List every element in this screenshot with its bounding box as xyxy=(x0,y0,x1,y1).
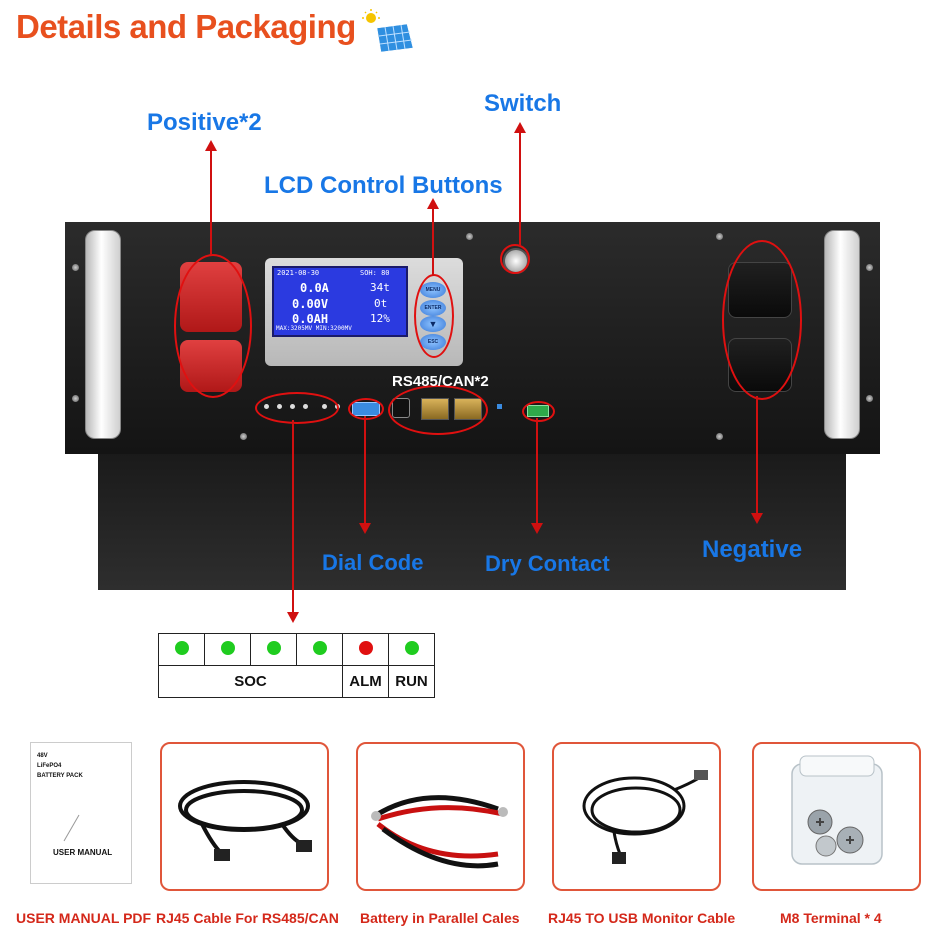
led-cell xyxy=(250,633,297,666)
lcd-date: 2021-08-30 xyxy=(277,269,320,277)
panel-bolt xyxy=(716,433,723,440)
dial-code-highlight-ring xyxy=(348,398,384,420)
lcd-current: 0.0A xyxy=(300,281,329,295)
panel-bolt xyxy=(466,233,473,240)
lcd-buttons-arrow xyxy=(432,208,434,276)
positive-label: Positive*2 xyxy=(147,109,262,136)
usb-monitor-cable-image xyxy=(552,742,721,891)
rs485-label: RS485/CAN*2 xyxy=(392,373,489,390)
dial-code-label: Dial Code xyxy=(322,550,424,575)
negative-highlight-ring xyxy=(722,240,802,400)
lcd-voltage: 0.00V xyxy=(292,297,329,311)
switch-label: Switch xyxy=(484,90,562,117)
left-handle xyxy=(85,230,121,439)
led-cell xyxy=(296,633,343,666)
panel-bolt xyxy=(866,264,873,271)
led-row xyxy=(158,633,435,666)
lcd-soh: SOH: 80 xyxy=(360,269,390,277)
run-label: RUN xyxy=(388,665,435,698)
red-led-icon xyxy=(358,640,373,655)
switch-arrow xyxy=(519,132,521,246)
led-status-table: SOC ALM RUN xyxy=(158,633,435,698)
lcd-cell-range: MAX:3205MV MIN:3200MV xyxy=(276,325,352,332)
led-highlight-ring xyxy=(255,392,339,424)
caption-m8-terminal: M8 Terminal * 4 xyxy=(780,910,882,926)
arrowhead-up-icon xyxy=(427,198,439,209)
negative-arrow xyxy=(756,396,758,514)
green-led-icon xyxy=(312,640,327,655)
green-led-icon xyxy=(404,640,419,655)
panel-bolt xyxy=(866,395,873,402)
arrowhead-up-icon xyxy=(514,122,526,133)
panel-bolt xyxy=(240,433,247,440)
lcd-temp2: 0t xyxy=(374,297,388,310)
lcd-screen: 2021-08-30 SOH: 80 0.0A 34t 0.00V 0t 0.0… xyxy=(272,266,408,337)
arrowhead-down-icon xyxy=(531,523,543,534)
arrowhead-down-icon xyxy=(751,513,763,524)
panel-bolt xyxy=(72,395,79,402)
caption-user-manual: USER MANUAL PDF xyxy=(16,910,152,926)
caption-usb-cable: RJ45 TO USB Monitor Cable xyxy=(548,910,736,926)
alm-label: ALM xyxy=(342,665,389,698)
lcd-temp1: 34t xyxy=(370,281,390,294)
battery-body xyxy=(98,452,846,590)
rs485-highlight-ring xyxy=(388,385,488,435)
negative-label: Negative xyxy=(702,536,803,563)
led-cell xyxy=(342,633,389,666)
lcd-capacity: 0.0AH xyxy=(292,312,329,326)
user-manual-image: 48V LiFePO4 BATTERY PACK USER MANUAL xyxy=(30,742,132,884)
led-arrow xyxy=(292,420,294,614)
switch-highlight-ring xyxy=(500,244,530,274)
arrowhead-down-icon xyxy=(287,612,299,623)
dial-code-arrow xyxy=(364,416,366,526)
caption-parallel-cable: Battery in Parallel Cales xyxy=(360,910,520,926)
green-led-icon xyxy=(174,640,189,655)
lcd-buttons-label: LCD Control Buttons xyxy=(264,172,503,199)
led-cell xyxy=(158,633,205,666)
arrowhead-down-icon xyxy=(359,523,371,534)
m8-terminal-image xyxy=(752,742,921,891)
rj45-cable-image xyxy=(160,742,329,891)
dry-contact-label: Dry Contact xyxy=(485,551,610,576)
page-title: Details and Packaging xyxy=(16,8,356,45)
label-row: SOC ALM RUN xyxy=(158,665,435,698)
parallel-cable-image xyxy=(356,742,525,891)
positive-arrow xyxy=(210,150,212,255)
solar-panel-icon xyxy=(355,8,415,53)
panel-bolt xyxy=(72,264,79,271)
manual-line: LiFePO4 xyxy=(37,763,62,769)
caption-rj45-cable: RJ45 Cable For RS485/CAN xyxy=(156,910,339,926)
led-cell xyxy=(388,633,435,666)
arrowhead-up-icon xyxy=(205,140,217,151)
green-led-icon xyxy=(220,640,235,655)
lcd-buttons-highlight-ring xyxy=(414,274,454,358)
manual-spine-line xyxy=(63,814,80,842)
dry-contact-arrow xyxy=(536,418,538,526)
right-handle xyxy=(824,230,860,439)
indicator-light xyxy=(497,404,502,409)
soc-label: SOC xyxy=(158,665,343,698)
manual-line: BATTERY PACK xyxy=(37,773,83,779)
positive-highlight-ring xyxy=(174,254,252,398)
panel-bolt xyxy=(716,233,723,240)
manual-line: 48V xyxy=(37,753,48,759)
green-led-icon xyxy=(266,640,281,655)
manual-cover-title: USER MANUAL xyxy=(53,848,113,857)
dry-contact-highlight-ring xyxy=(522,401,555,422)
lcd-soc-percent: 12% xyxy=(370,312,390,325)
led-cell xyxy=(204,633,251,666)
